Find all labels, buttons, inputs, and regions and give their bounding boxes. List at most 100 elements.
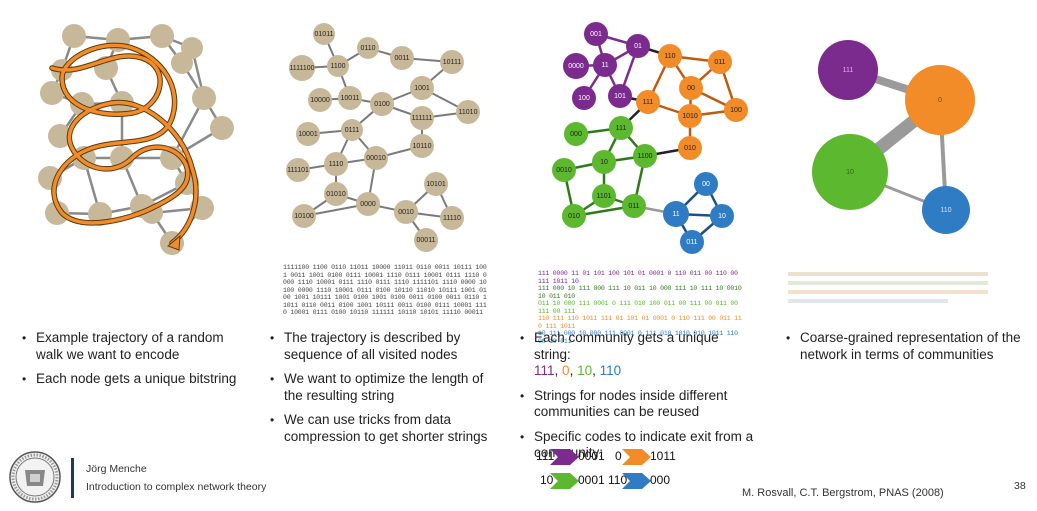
node-label: 0110 — [360, 45, 375, 52]
bullet-text: Each community gets a unique string: — [534, 330, 719, 362]
node-label: 00010 — [366, 155, 386, 162]
node-label: 0100 — [374, 101, 390, 108]
code-separator: , — [592, 363, 600, 378]
trajectory-arrowhead — [167, 234, 181, 251]
node-label: 00 — [687, 85, 695, 92]
author-name: Jörg Menche — [86, 463, 147, 475]
green-node-labels: 000 111 0010 10 1100 1101 010 011 — [556, 125, 652, 220]
exit-code-key: 110 — [608, 473, 628, 487]
node-label: 100 — [730, 107, 742, 114]
node-label: 10100 — [294, 213, 314, 220]
community-node-blue — [922, 186, 970, 234]
orange-community-nodes — [636, 44, 748, 160]
blue-node-labels: 00 11 10 011 — [672, 181, 726, 246]
node-label: 100 — [578, 95, 590, 102]
code-line: 111 000 10 111 000 111 10 011 10 000 111… — [538, 285, 742, 300]
panel4-bullets: Coarse-grained representation of the net… — [786, 330, 1026, 371]
bitstring-network-figure: 01011 0110 0011 10111 1111100 1100 1001 … — [280, 22, 500, 257]
bitstring-node-labels: 01011 0110 0011 10111 1111100 1100 1001 … — [287, 31, 477, 244]
node-label: 110 — [664, 53, 675, 60]
node-label: 10 — [718, 213, 726, 220]
node-label: 0011 — [394, 55, 409, 62]
node-label: 10001 — [298, 131, 318, 138]
exit-code-value: 0001 — [578, 473, 605, 487]
node-label: 111 — [643, 99, 654, 106]
node-label: 001 — [590, 31, 602, 38]
exit-code-green: 10 0001 — [536, 472, 656, 490]
bullet-item: Each node gets a unique bitstring — [22, 371, 252, 388]
bullet-item: Coarse-grained representation of the net… — [786, 330, 1026, 363]
bullet-item: Example trajectory of a random walk we w… — [22, 330, 252, 363]
node-label: 1001 — [414, 85, 430, 92]
community-code-purple: 111 — [534, 363, 555, 378]
community-nodes — [812, 40, 975, 234]
node-label: 0000 — [568, 63, 584, 70]
green-arrow-icon — [550, 473, 579, 489]
exit-code-purple: 111 0001 — [536, 448, 656, 466]
node-label: 10000 — [310, 97, 330, 104]
university-seal-logo — [8, 450, 62, 504]
node-label: 111101 — [287, 167, 309, 174]
trajectory-network-svg — [38, 24, 234, 255]
node-label: 1100 — [637, 153, 652, 160]
trajectory-bitstring: 1111100 1100 0110 11011 10000 11011 0110… — [283, 264, 487, 316]
bullet-item: We can use tricks from data compression … — [270, 412, 490, 445]
node-label: 0010 — [398, 209, 414, 216]
bullet-item: Strings for nodes inside different commu… — [520, 388, 755, 421]
node-label: 010 — [684, 145, 696, 152]
seal-icon — [9, 451, 61, 503]
bullet-item: Each community gets a unique string: 111… — [520, 330, 755, 380]
node-label: 0111 — [345, 127, 360, 134]
node-label: 10111 — [443, 59, 462, 66]
blue-arrow-icon — [622, 473, 651, 489]
coarse-code-texture — [788, 270, 993, 308]
community-node-labels: 111 0 10 110 — [843, 67, 952, 214]
node-label: 01010 — [326, 191, 346, 198]
node-label: 0010 — [556, 167, 572, 174]
node-label: 011 — [628, 203, 639, 210]
exit-code-key: 0 — [615, 449, 622, 463]
purple-node-labels: 001 01 0000 11 100 101 — [568, 31, 642, 102]
community-code-orange: 0 — [562, 363, 570, 378]
trajectory-path — [50, 43, 198, 245]
node-label: 01 — [634, 43, 642, 50]
faded-code-svg — [788, 272, 988, 303]
bullet-item: We want to optimize the length of the re… — [270, 371, 490, 404]
code-line: 011 10 000 111 0001 0 111 010 100 011 00… — [538, 300, 738, 315]
exit-code-value: 0001 — [578, 449, 605, 463]
panel3-bullets: Each community gets a unique string: 111… — [520, 330, 755, 470]
exit-code-value: 1011 — [650, 449, 676, 463]
node-label: 111 — [843, 67, 854, 74]
blue-community-nodes — [663, 172, 734, 254]
node-label: 011 — [686, 239, 697, 246]
panel1-bullets: Example trajectory of a random walk we w… — [22, 330, 252, 396]
bitstring-network-nodes — [286, 23, 480, 252]
node-label: 10 — [600, 159, 608, 166]
node-label: 1010 — [682, 113, 698, 120]
node-label: 10110 — [413, 143, 432, 150]
coarse-grained-figure: 111 0 10 110 — [800, 30, 1000, 255]
node-label: 010 — [568, 213, 580, 220]
course-title: Introduction to complex network theory — [86, 481, 267, 493]
node-label: 11 — [601, 62, 608, 69]
citation: M. Rosvall, C.T. Bergstrom, PNAS (2008) — [742, 487, 944, 499]
community-code-green: 10 — [577, 363, 593, 378]
community-network-figure: 001 01 0000 11 100 101 110 011 111 00 10… — [548, 20, 763, 260]
orange-arrow-icon — [622, 449, 651, 465]
node-label: 00011 — [417, 237, 436, 244]
node-label: 11 — [672, 211, 679, 218]
node-label: 111111 — [412, 115, 433, 122]
node-label: 111 — [616, 125, 627, 132]
node-label: 0 — [938, 97, 942, 104]
community-code-blue: 110 — [599, 363, 622, 378]
node-label: 10101 — [426, 181, 446, 188]
purple-community-nodes — [563, 22, 650, 110]
exit-code-key: 111 — [536, 449, 555, 463]
node-label: 101 — [614, 93, 626, 100]
exit-code-key: 10 — [540, 473, 554, 487]
node-label: 1101 — [596, 193, 611, 200]
node-label: 11010 — [459, 109, 478, 116]
code-line: 110 111 110 1011 111 01 101 01 0001 0 11… — [538, 315, 742, 330]
code-line: 111 0000 11 01 101 100 101 01 0001 0 110… — [538, 270, 738, 285]
node-label: 1110 — [329, 161, 344, 168]
